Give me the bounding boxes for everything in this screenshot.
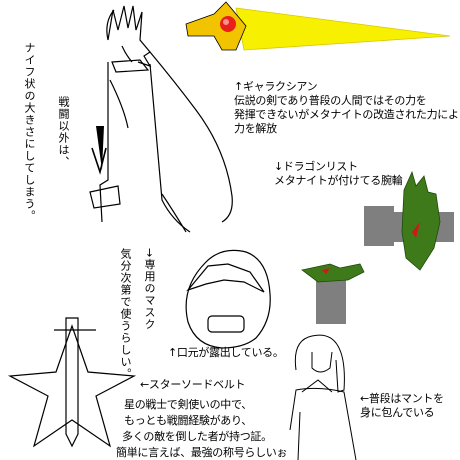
- cape-collar: [301, 379, 333, 393]
- neck-line: [121, 45, 133, 63]
- mask-visor: [186, 263, 265, 293]
- wrist-cuff: [89, 185, 121, 209]
- star-sword-title: ←スターソードベルト: [140, 378, 246, 391]
- sword-gem-highlight: [223, 19, 229, 25]
- mask-mouth-opening: [207, 315, 245, 333]
- sword-shape: [65, 317, 79, 448]
- mask-note-col-2: 気分次第で使うらしい。: [119, 248, 132, 380]
- star-shape: [7, 324, 137, 448]
- cape-note-line-1: ←普段はマントを: [360, 392, 444, 405]
- shoulder-sleeve: [109, 79, 129, 129]
- dragon-eye-large: [412, 222, 420, 238]
- shoulder-plate: [111, 59, 150, 73]
- torso-outline: [99, 62, 109, 223]
- hair-spikes: [107, 5, 152, 68]
- caped-figure: [289, 334, 357, 460]
- forearm-guard: [161, 193, 187, 233]
- dragon-head-large: [401, 170, 441, 271]
- knife-note-col-2: 戦闘以外は、: [57, 96, 70, 168]
- mask-outline: [185, 249, 271, 349]
- dragon-wrist-desc: メタナイトが付けてる腕輪: [274, 174, 403, 187]
- wrist-band-body: [364, 206, 394, 246]
- cape-inner: [297, 411, 301, 460]
- knife-note-col-1: ナイフ状の大きさにしてしまう。: [23, 42, 36, 222]
- sword-guard: [185, 1, 247, 51]
- galaxian-line-2: 発揮できないがメタナイトの改造された力により: [234, 108, 460, 121]
- inner-arm: [149, 63, 191, 233]
- cape-body: [289, 387, 357, 460]
- mask-note-col-1: →専用のマスク: [143, 248, 156, 331]
- arm-outline: [149, 51, 233, 223]
- cape-face: [311, 351, 333, 373]
- cape-note-line-2: 身に包んでいる: [360, 406, 435, 419]
- dragon-eye-small: [322, 268, 330, 274]
- dragon-wrist-title: ↓ドラゴンリスト: [274, 160, 358, 173]
- star-sword-line-3: 多くの敵を倒した者が持つ証。: [122, 430, 272, 443]
- galaxian-title: ↑ギャラクシアン: [234, 80, 318, 93]
- galaxian-sword: [185, 1, 451, 51]
- character-figure: [89, 5, 233, 233]
- star-sword-line-2: もっとも戦闘経験があり、: [124, 414, 252, 427]
- sword-blade: [235, 7, 451, 51]
- star-sword-line-4: 簡単に言えば、最強の称号らしいぉ: [116, 446, 288, 459]
- mask: [185, 249, 271, 349]
- cape-hair: [294, 334, 345, 393]
- star-sword-belt: [7, 317, 137, 448]
- knife-tip: [91, 147, 107, 175]
- dragon-head-small: [301, 263, 365, 283]
- galaxian-line-1: 伝説の剣であり普段の人間ではその力を: [234, 94, 427, 107]
- mouth-note: ↑口元が露出している。: [168, 346, 284, 359]
- dragon-wrist-small: [301, 263, 365, 324]
- galaxian-line-3: 力を解放: [234, 122, 277, 135]
- star-sword-line-1: 星の戦士で剣使いの中で、: [124, 398, 252, 411]
- small-band-gray: [316, 274, 346, 324]
- head-outline: [106, 9, 115, 41]
- knife-blade: [96, 126, 104, 170]
- dragon-wrist-large: [364, 170, 454, 271]
